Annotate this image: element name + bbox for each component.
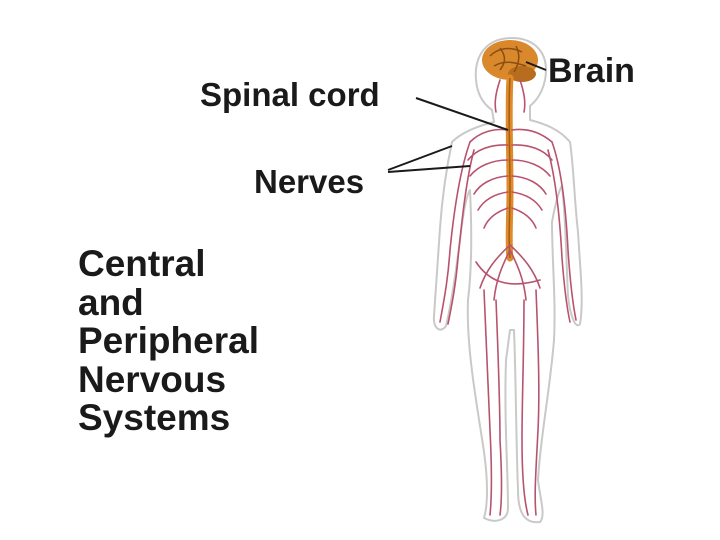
spinal-cord-label: Spinal cord bbox=[200, 76, 380, 113]
spinal-cord-leader bbox=[415, 97, 509, 131]
nerves-leader-lower bbox=[387, 165, 471, 173]
nerves-leader-upper bbox=[387, 145, 453, 171]
body-outline bbox=[432, 37, 583, 524]
brain-icon bbox=[482, 40, 538, 82]
brain-leader bbox=[525, 61, 547, 71]
title-line: Central bbox=[78, 243, 206, 284]
spinal-cord-icon bbox=[505, 74, 514, 262]
title-line: and bbox=[78, 281, 144, 323]
title-line: Systems bbox=[78, 397, 231, 438]
diagram-title: Central and Peripheral Nervous Systems bbox=[78, 243, 259, 438]
nerves-label: Nerves bbox=[254, 163, 365, 200]
title-line: Nervous bbox=[78, 358, 227, 400]
leader-lines bbox=[387, 61, 547, 173]
title-line: Peripheral bbox=[78, 320, 259, 361]
nerve-network bbox=[439, 79, 577, 516]
brain-label: Brain bbox=[548, 52, 635, 90]
